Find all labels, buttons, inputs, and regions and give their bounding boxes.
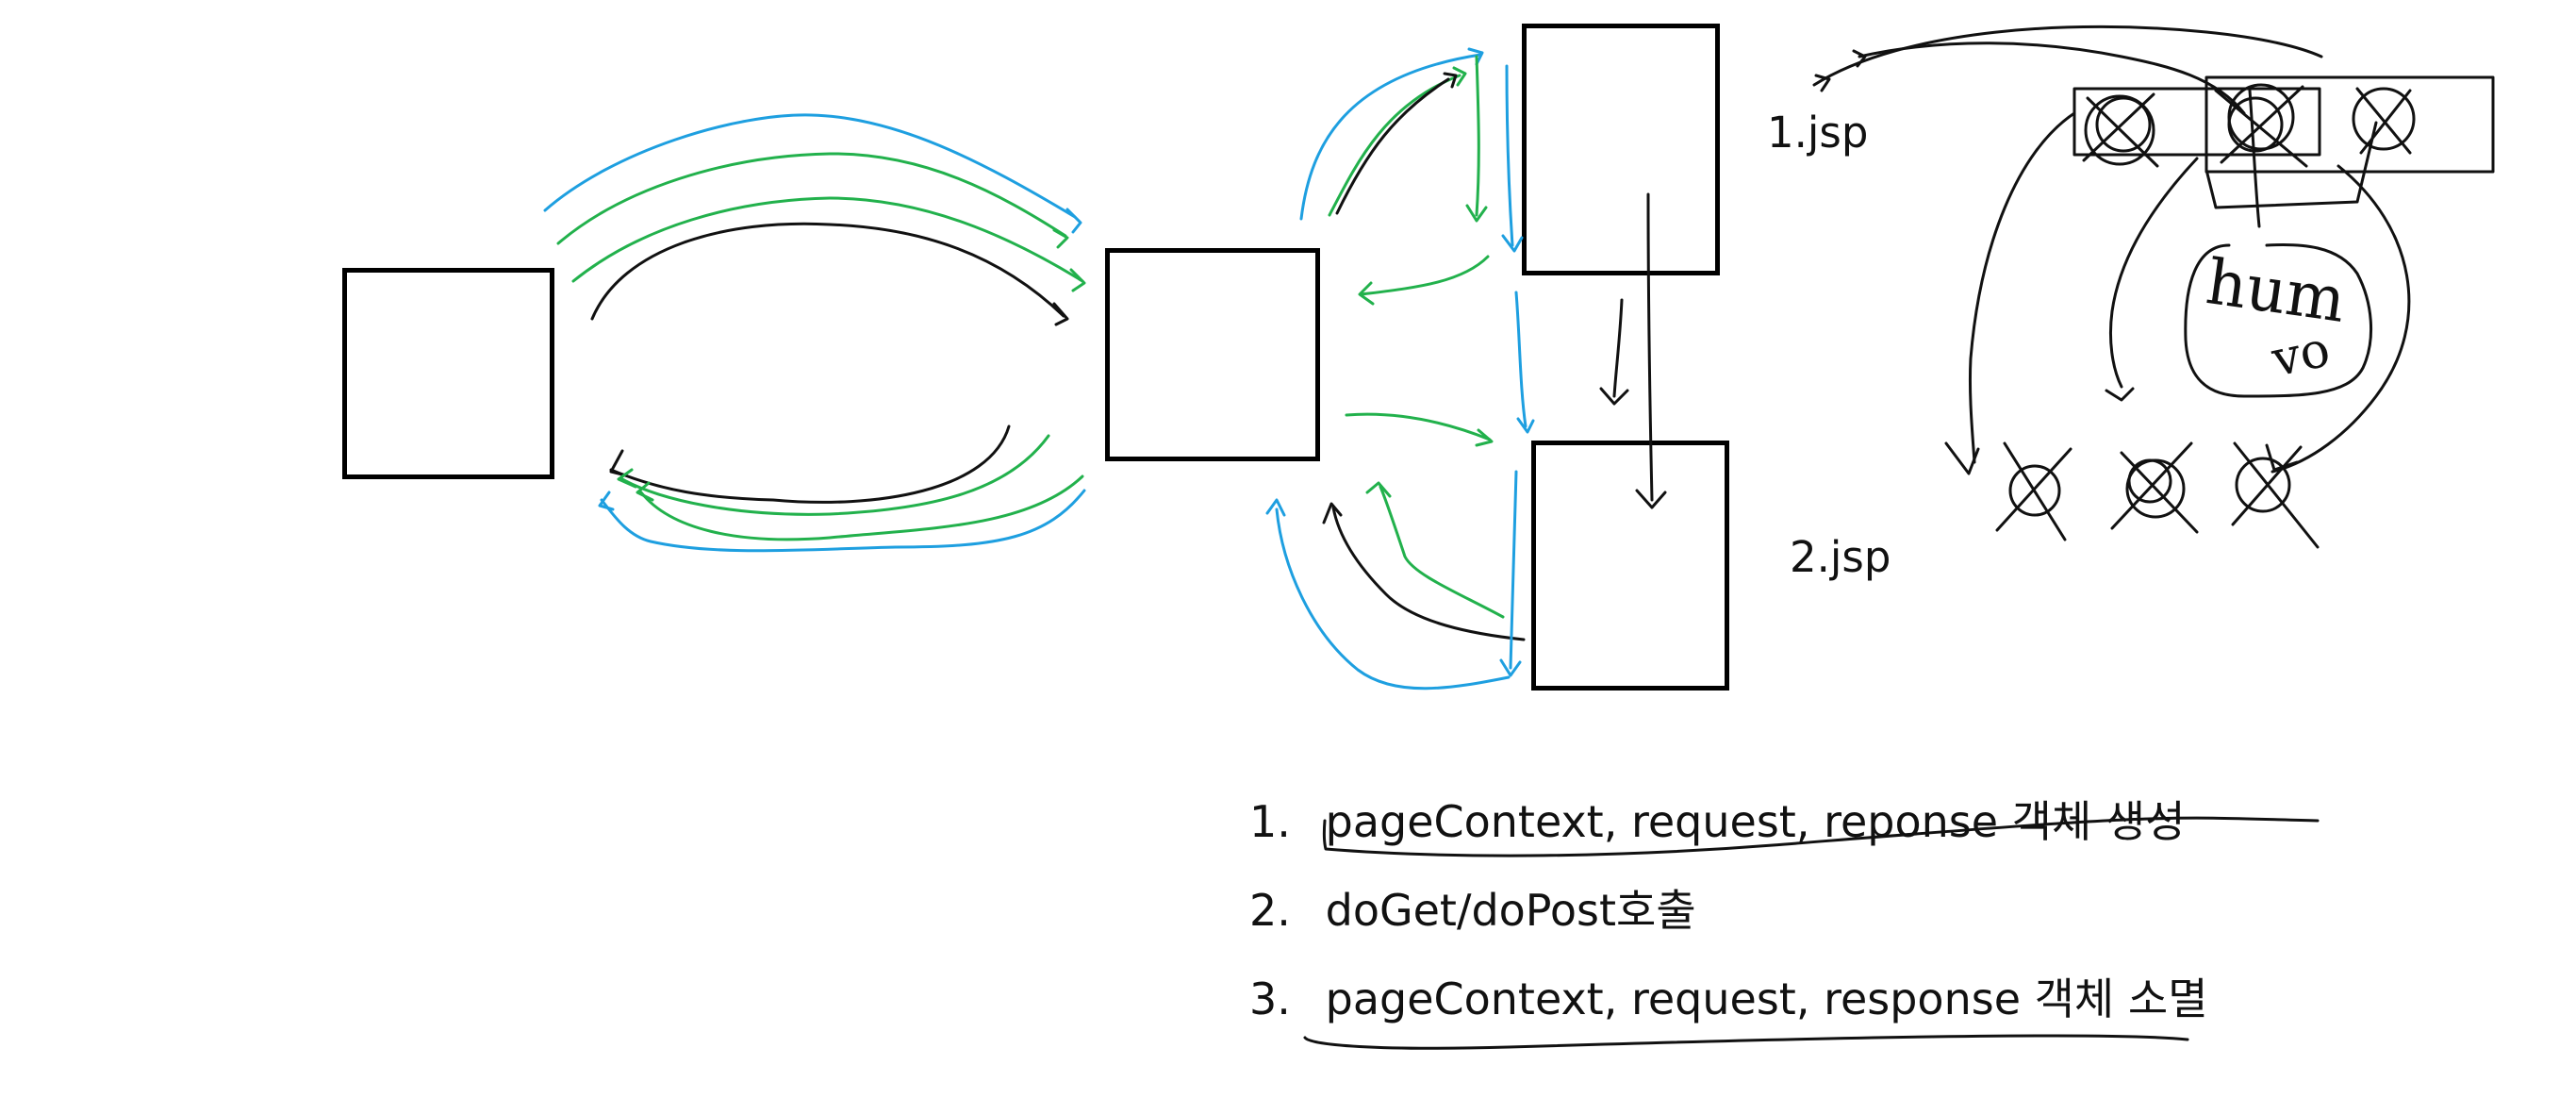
response-arc-green-1 bbox=[620, 434, 1050, 516]
request-arrowhead-green-1 bbox=[1052, 228, 1069, 249]
jsp2-box bbox=[1531, 441, 1729, 691]
jsp-blue-vertical bbox=[1514, 291, 1527, 428]
step-3-text: pageContext, request, response 객체 소멸 bbox=[1325, 974, 2208, 1024]
response-arc-black bbox=[609, 424, 1011, 504]
jsp1-to-jsp2-black-long-arrowhead bbox=[1635, 489, 1667, 509]
jsp1-green-down bbox=[1475, 55, 1480, 217]
jsp1-green-down-arrowhead bbox=[1465, 204, 1488, 223]
jsp2-label: 2.jsp bbox=[1790, 532, 1891, 582]
step-3-number: 3. bbox=[1249, 974, 1291, 1024]
jsp2-return-blue bbox=[1275, 508, 1511, 691]
forward-arc-black bbox=[1335, 77, 1450, 215]
step-3: 3. pageContext, request, response 객체 소멸 bbox=[1249, 977, 2208, 1021]
response-arc-blue bbox=[600, 489, 1086, 553]
step-1-underline bbox=[1322, 816, 2320, 857]
jsp2-return-blue-arrowhead bbox=[1265, 498, 1286, 517]
forward-arrowhead-green bbox=[1452, 66, 1467, 87]
jsp1-return-green-arrowhead bbox=[1358, 281, 1375, 306]
jsp2-blue-vertical bbox=[1509, 470, 1518, 670]
step-1-text: pageContext, request, reponse 객체 생성 bbox=[1325, 796, 2186, 847]
step-1-number: 1. bbox=[1249, 796, 1291, 847]
jsp1-blue-down bbox=[1505, 64, 1514, 247]
request-arrowhead-blue bbox=[1065, 208, 1082, 234]
response-arrowhead-green-1 bbox=[617, 468, 637, 489]
jsp1-blue-down-arrowhead bbox=[1501, 234, 1524, 253]
request-arrowhead-green-2 bbox=[1069, 268, 1086, 292]
jsp1-to-jsp2-black-short-arrowhead bbox=[1599, 387, 1629, 406]
jsp1-box bbox=[1522, 24, 1720, 275]
request-arc-green-2 bbox=[571, 196, 1084, 283]
server-to-jsp2-green-arrowhead bbox=[1475, 428, 1494, 447]
jsp1-to-jsp2-black-short bbox=[1612, 298, 1624, 398]
forward-arrowhead-blue bbox=[1467, 47, 1484, 66]
step-2: 2. doGet/doPost호출 bbox=[1249, 889, 1696, 932]
jsp2-blue-vertical-arrowhead bbox=[1499, 658, 1522, 677]
step-3-underline bbox=[1303, 1034, 2189, 1050]
jsp-blue-vertical-arrowhead bbox=[1516, 417, 1535, 434]
response-arrowhead-green-2 bbox=[636, 481, 654, 502]
request-arc-green-1 bbox=[556, 152, 1067, 245]
jsp2-return-green bbox=[1379, 485, 1505, 619]
jsp2-return-green-arrowhead bbox=[1365, 481, 1392, 498]
response-arc-green-2 bbox=[639, 474, 1084, 541]
request-arrowhead-black bbox=[1052, 302, 1069, 326]
response-arrowhead-black bbox=[609, 449, 628, 477]
object-sketch bbox=[1812, 25, 2495, 549]
request-arc-blue bbox=[543, 113, 1077, 219]
step-2-number: 2. bbox=[1249, 885, 1291, 936]
jsp1-label: 1.jsp bbox=[1767, 108, 1869, 158]
server-box bbox=[1105, 248, 1320, 461]
step-1: 1. pageContext, request, reponse 객체 생성 bbox=[1249, 800, 2186, 843]
jsp1-to-jsp2-black-long bbox=[1646, 192, 1654, 502]
jsp2-return-black bbox=[1331, 506, 1526, 641]
step-2-text: doGet/doPost호출 bbox=[1325, 885, 1696, 936]
forward-arc-blue bbox=[1299, 53, 1482, 221]
response-arrowhead-blue bbox=[598, 491, 615, 511]
request-arc-black bbox=[590, 222, 1065, 321]
server-to-jsp2-green bbox=[1345, 412, 1492, 441]
forward-arrowhead-black bbox=[1443, 72, 1458, 89]
jsp2-return-black-arrowhead bbox=[1322, 502, 1343, 524]
jsp1-return-green bbox=[1360, 255, 1490, 296]
client-box bbox=[342, 268, 554, 479]
